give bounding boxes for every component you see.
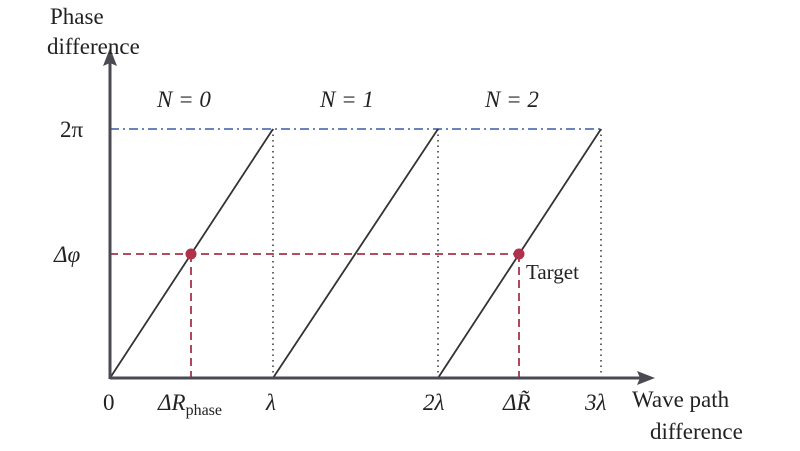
y-axis-label-line2: difference (47, 34, 140, 59)
phase-ramp-n1 (272, 128, 439, 379)
measured-phase-point (185, 248, 197, 260)
x-tick-delta-r-tilde: ΔR̃ (502, 389, 531, 415)
target-label: Target (526, 260, 579, 284)
x-tick-zero: 0 (103, 390, 115, 415)
y-tick-two-pi: 2π (60, 117, 84, 142)
delta-r-main: ΔR (157, 390, 186, 415)
region-label-n1: N = 1 (319, 87, 374, 112)
x-axis-arrow-icon (637, 371, 655, 385)
x-tick-lambda: λ (265, 390, 276, 415)
y-tick-delta-phi: Δφ (53, 242, 80, 267)
delta-r-subscript: phase (186, 402, 222, 419)
target-point (513, 248, 525, 260)
x-axis-label-line1: Wave path (632, 387, 730, 412)
x-tick-two-lambda: 2λ (423, 390, 445, 415)
x-tick-delta-r-phase: ΔRphase (157, 390, 222, 419)
x-axis-label-line2: difference (650, 419, 743, 444)
y-axis-label-line1: Phase (50, 4, 104, 29)
x-tick-three-lambda: 3λ (584, 390, 607, 415)
region-label-n0: N = 0 (156, 87, 211, 112)
y-axis-arrow-icon (103, 48, 117, 66)
region-label-n2: N = 2 (484, 87, 539, 112)
